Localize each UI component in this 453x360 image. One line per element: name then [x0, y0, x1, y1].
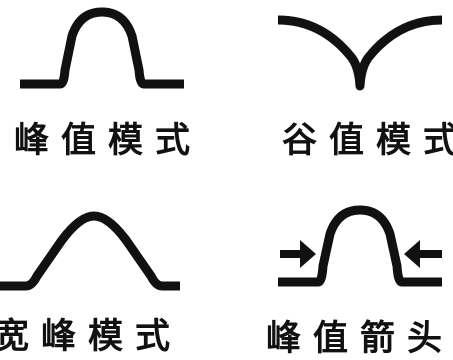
peak-arrow-mode-label: 峰值箭头 — [266, 319, 453, 359]
mode-valley: 谷值模式 — [226, 0, 453, 180]
valley-mode-label: 谷值模式 — [282, 121, 453, 161]
peak-mode-label: 峰值模式 — [14, 121, 203, 161]
wide-peak-mode-label: 宽峰模式 — [0, 317, 183, 357]
mode-peak-arrow: 峰值箭头 — [226, 180, 453, 360]
left-arrow-icon — [404, 240, 442, 268]
right-arrow-icon — [280, 240, 316, 268]
peak-arrow-mode-icon — [278, 205, 442, 287]
mode-peak: 峰值模式 — [0, 0, 226, 180]
wide-peak-mode-icon — [0, 211, 180, 291]
valley-mode-icon — [277, 15, 443, 91]
mode-wide-peak: 宽峰模式 — [0, 180, 226, 360]
peak-mode-icon — [20, 7, 184, 89]
